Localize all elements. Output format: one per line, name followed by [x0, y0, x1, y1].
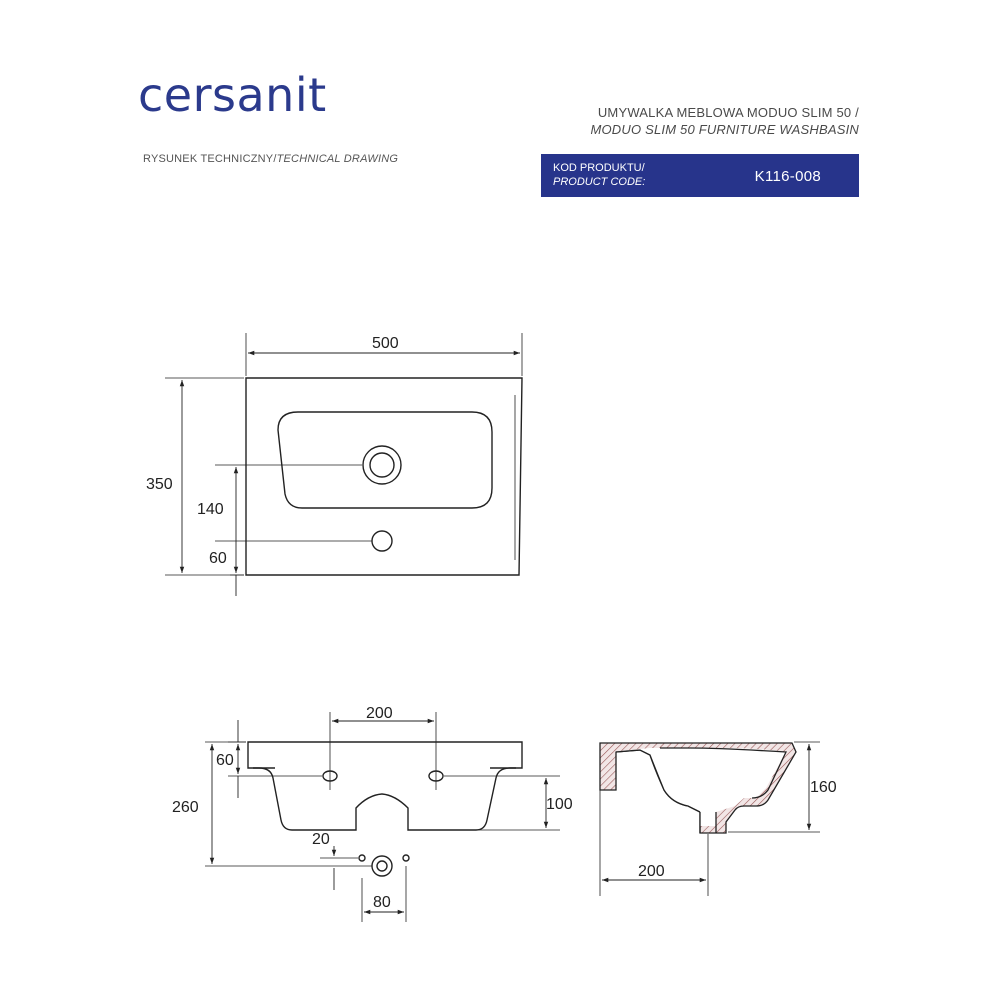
- drain-hole: [362, 445, 402, 485]
- drain-outlet: [371, 855, 393, 877]
- dim-fixing-label: 20: [312, 831, 330, 848]
- front-view: [205, 712, 560, 922]
- product-code-box: KOD PRODUKTU/ PRODUCT CODE: K116-008: [541, 154, 859, 197]
- dim-rim-label: 60: [216, 752, 234, 769]
- top-view: [165, 333, 523, 596]
- title-en: MODUO SLIM 50 FURNITURE WASHBASIN: [590, 122, 859, 137]
- drawing-subtitle: RYSUNEK TECHNICZNY/TECHNICAL DRAWING: [143, 153, 398, 165]
- brand-logo: cersanit: [138, 68, 327, 122]
- title-pl: UMYWALKA MEBLOWA MODUO SLIM 50 /: [597, 105, 859, 120]
- dim-side-height-label: 160: [810, 779, 837, 796]
- subtitle-pl: RYSUNEK TECHNICZNY/: [143, 153, 277, 165]
- product-title: UMYWALKA MEBLOWA MODUO SLIM 50 / MODUO S…: [590, 104, 859, 138]
- code-label-en: PRODUCT CODE:: [553, 176, 646, 188]
- dim-bowl-label: 100: [546, 796, 573, 813]
- dim-drain-label: 140: [197, 501, 224, 518]
- code-label-pl: KOD PRODUKTU/: [553, 162, 645, 174]
- dim-drain-width-label: 80: [373, 894, 391, 911]
- dim-width-label: 500: [372, 335, 399, 352]
- dim-depth-label: 350: [146, 476, 173, 493]
- tap-hole: [371, 530, 393, 552]
- dim-total-height-label: 260: [172, 799, 199, 816]
- product-code-value: K116-008: [754, 168, 821, 185]
- dim-tap-label: 60: [209, 550, 227, 567]
- side-view: [599, 741, 820, 896]
- front-view-outline: [247, 741, 523, 831]
- dim-hole-spacing-label: 200: [366, 705, 393, 722]
- top-view-bowl: [277, 411, 493, 509]
- drain-hole-inner: [369, 452, 395, 478]
- subtitle-en: TECHNICAL DRAWING: [276, 153, 399, 165]
- product-code-label: KOD PRODUKTU/ PRODUCT CODE:: [553, 161, 645, 189]
- dim-side-depth-label: 200: [638, 863, 665, 880]
- top-view-outline: [245, 377, 523, 576]
